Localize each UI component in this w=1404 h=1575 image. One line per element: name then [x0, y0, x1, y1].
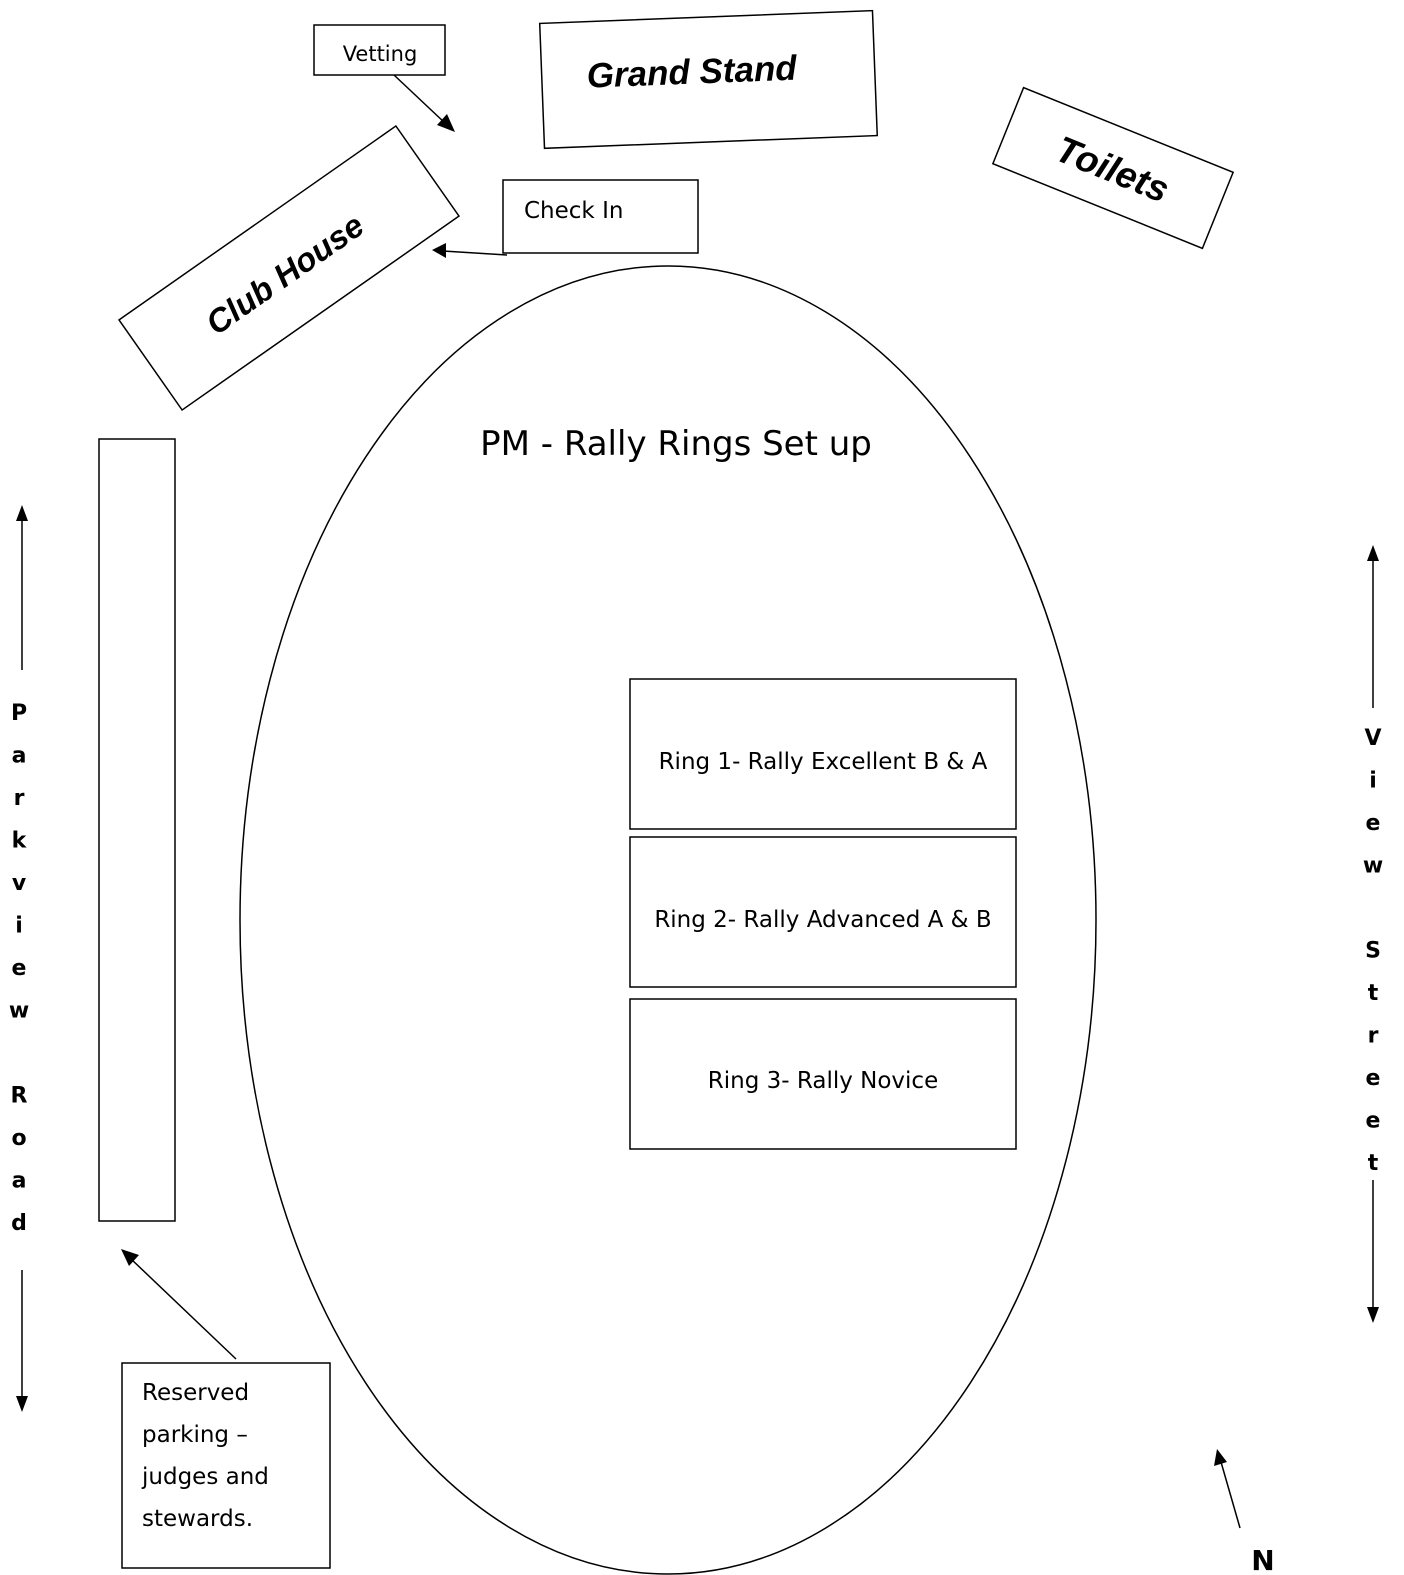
parkview-road-letter: e: [12, 956, 27, 981]
parkview-road-letter: a: [12, 744, 27, 769]
view-street-arrow: [1367, 545, 1379, 1323]
parkview-road-letter: w: [9, 999, 29, 1024]
view-street-letter: w: [1363, 854, 1383, 879]
reserved-parking-line-1: Reserved: [142, 1380, 249, 1406]
parkview-road-letter: P: [11, 701, 27, 726]
parkview-road-letter: d: [11, 1211, 27, 1236]
ring-1: Ring 1- Rally Excellent B & A: [629, 678, 1017, 830]
map-title: PM - Rally Rings Set up: [480, 424, 872, 464]
view-street-letter: t: [1368, 1151, 1379, 1176]
view-street-letter: i: [1369, 769, 1377, 794]
ring-3: Ring 3- Rally Novice: [629, 998, 1017, 1150]
parkview-road-letter: v: [12, 871, 27, 896]
ring-3-label: Ring 3- Rally Novice: [708, 1068, 938, 1094]
parkview-road-letter: a: [12, 1169, 27, 1194]
reserved-parking-label-box: Reserved parking – judges and stewards.: [121, 1362, 331, 1569]
ring-2-label: Ring 2- Rally Advanced A & B: [654, 907, 991, 933]
view-street-letter: r: [1368, 1024, 1379, 1049]
toilets-building: Toilets: [991, 86, 1235, 250]
north-label: N: [1251, 1544, 1274, 1575]
reserved-parking-line-2: parking –: [142, 1422, 248, 1448]
reserved-parking-line-3: judges and: [141, 1464, 269, 1490]
north-arrow: [1214, 1449, 1241, 1529]
reserved-parking-arrow: [121, 1249, 237, 1360]
view-street-letter: S: [1365, 939, 1381, 964]
view-street-letter: t: [1368, 981, 1379, 1006]
reserved-parking-strip: [98, 438, 176, 1222]
ring-2: Ring 2- Rally Advanced A & B: [629, 836, 1017, 988]
parkview-road-letter: R: [11, 1084, 28, 1109]
parkview-road-letter: o: [11, 1126, 26, 1151]
check-in-arrow: [432, 243, 508, 258]
view-street-letter: e: [1366, 1109, 1381, 1134]
parkview-road-letter: k: [12, 829, 28, 854]
reserved-parking-line-4: stewards.: [142, 1506, 253, 1532]
vetting-label: Vetting: [343, 42, 418, 66]
grand-stand-building: Grand Stand: [538, 9, 879, 150]
view-street-letter: V: [1364, 726, 1381, 751]
club-house-building: Club House: [117, 124, 461, 412]
ring-1-label: Ring 1- Rally Excellent B & A: [659, 749, 988, 775]
parkview-road-arrow: [16, 505, 28, 1412]
parkview-road-letter: r: [14, 786, 25, 811]
vetting-label-box: Vetting: [313, 24, 446, 76]
check-in-label-box: Check In: [502, 179, 699, 254]
parkview-road-letter: i: [15, 914, 23, 939]
grand-stand-label: Grand Stand: [586, 49, 798, 96]
view-street-letter: e: [1366, 811, 1381, 836]
vetting-arrow: [393, 74, 455, 132]
check-in-label: Check In: [524, 198, 623, 224]
view-street-letter: e: [1366, 1066, 1381, 1091]
